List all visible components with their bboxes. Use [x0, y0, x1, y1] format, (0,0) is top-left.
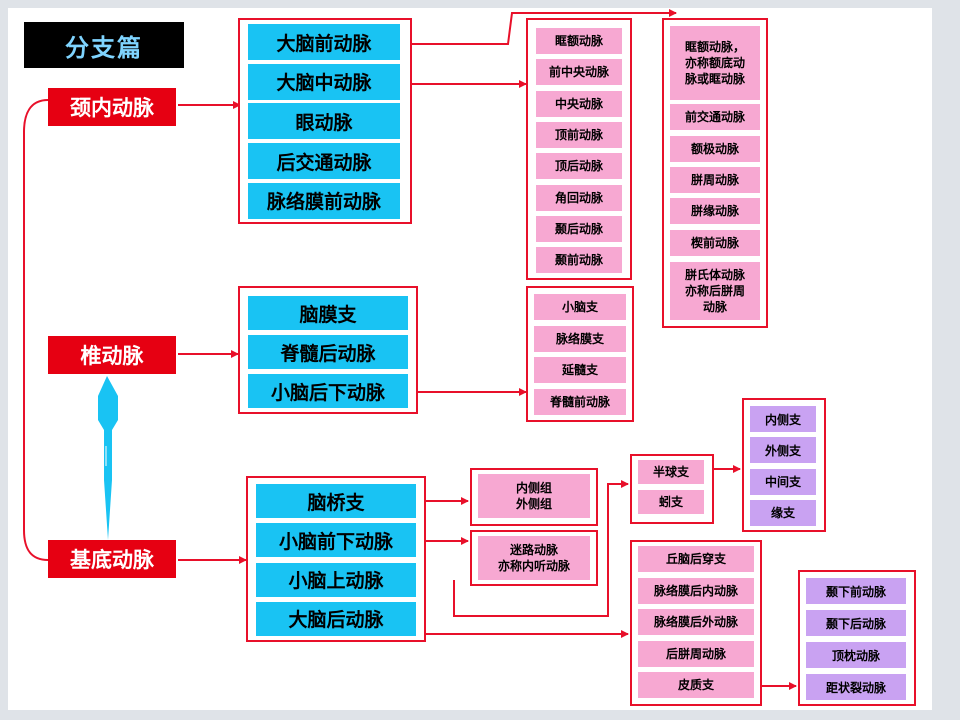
pca-branch-box: 皮质支: [638, 672, 754, 698]
pica-branch-box: 小脑支: [534, 294, 626, 320]
mca-branch-box: 中央动脉: [536, 90, 622, 117]
aca-branch-box: 胼缘动脉: [670, 198, 760, 224]
vertebral-branch-box: 脊髓后动脉: [248, 335, 408, 369]
mca-branch-box: 顶后动脉: [536, 153, 622, 180]
vertebral-branch-box: 小脑后下动脉: [248, 374, 408, 408]
arrow-sca: [453, 480, 629, 617]
mca-branch-box: 颞前动脉: [536, 247, 622, 274]
aca-branch-box: 前交通动脉: [670, 104, 760, 130]
pca-branch-box: 丘脑后穿支: [638, 546, 754, 572]
sca-branch-box: 半球支: [638, 460, 704, 484]
vertebral-branch-box: 脑膜支: [248, 296, 408, 330]
aca-branch-box: 额极动脉: [670, 136, 760, 162]
hemisphere-branch-box: 内侧支: [750, 406, 816, 432]
pica-branch-box: 延髓支: [534, 357, 626, 383]
sca-branch-box: 蚓支: [638, 490, 704, 514]
page-title: 分支篇: [24, 22, 184, 68]
mca-branch-box: 眶额动脉: [536, 28, 622, 54]
hemisphere-branch-box: 中间支: [750, 468, 816, 495]
pons-branch-box: 内侧组 外侧组: [478, 474, 590, 518]
root-internal-carotid: 颈内动脉: [48, 88, 176, 126]
cortical-branch-box: 颞下后动脉: [806, 610, 906, 636]
aca-branch-box: 楔前动脉: [670, 230, 760, 256]
carotid-branch-box: 大脑前动脉: [248, 24, 400, 60]
pica-branch-box: 脉络膜支: [534, 325, 626, 352]
carotid-branch-box: 后交通动脉: [248, 143, 400, 180]
carotid-branch-box: 脉络膜前动脉: [248, 182, 400, 219]
pca-branch-box: 脉络膜后外动脉: [638, 609, 754, 635]
mca-branch-box: 颞后动脉: [536, 215, 622, 242]
aica-branch-box: 迷路动脉 亦称内听动脉: [478, 536, 590, 580]
arrow-aca: [412, 9, 677, 45]
root-vertebral: 椎动脉: [48, 336, 176, 374]
basilar-branch-box: 小脑前下动脉: [256, 523, 416, 558]
cortical-branch-box: 颞下前动脉: [806, 578, 906, 604]
basilar-branch-box: 大脑后动脉: [256, 601, 416, 636]
aca-branch-box: 胼氏体动脉 亦称后胼周 动脉: [670, 262, 760, 320]
pica-branch-box: 脊髓前动脉: [534, 388, 626, 415]
mca-branch-box: 顶前动脉: [536, 121, 622, 148]
hemisphere-branch-box: 缘支: [750, 499, 816, 526]
hemisphere-branch-box: 外侧支: [750, 437, 816, 464]
carotid-branch-box: 大脑中动脉: [248, 63, 400, 100]
aca-branch-box: 眶额动脉， 亦称额底动 脉或眶动脉: [670, 26, 760, 100]
pca-branch-box: 脉络膜后内动脉: [638, 577, 754, 604]
cortical-branch-box: 距状裂动脉: [806, 674, 906, 700]
basilar-branch-box: 脑桥支: [256, 484, 416, 518]
basilar-branch-box: 小脑上动脉: [256, 562, 416, 597]
carotid-branch-box: 眼动脉: [248, 103, 400, 140]
cortical-branch-box: 顶枕动脉: [806, 642, 906, 668]
aca-branch-box: 胼周动脉: [670, 167, 760, 193]
root-basilar: 基底动脉: [48, 540, 176, 578]
mca-branch-box: 角回动脉: [536, 184, 622, 211]
vertebral-basilar-double-arrow: [98, 376, 118, 540]
root-bracket-line: [23, 99, 49, 561]
pca-branch-box: 后胼周动脉: [638, 640, 754, 667]
mca-branch-box: 前中央动脉: [536, 59, 622, 86]
